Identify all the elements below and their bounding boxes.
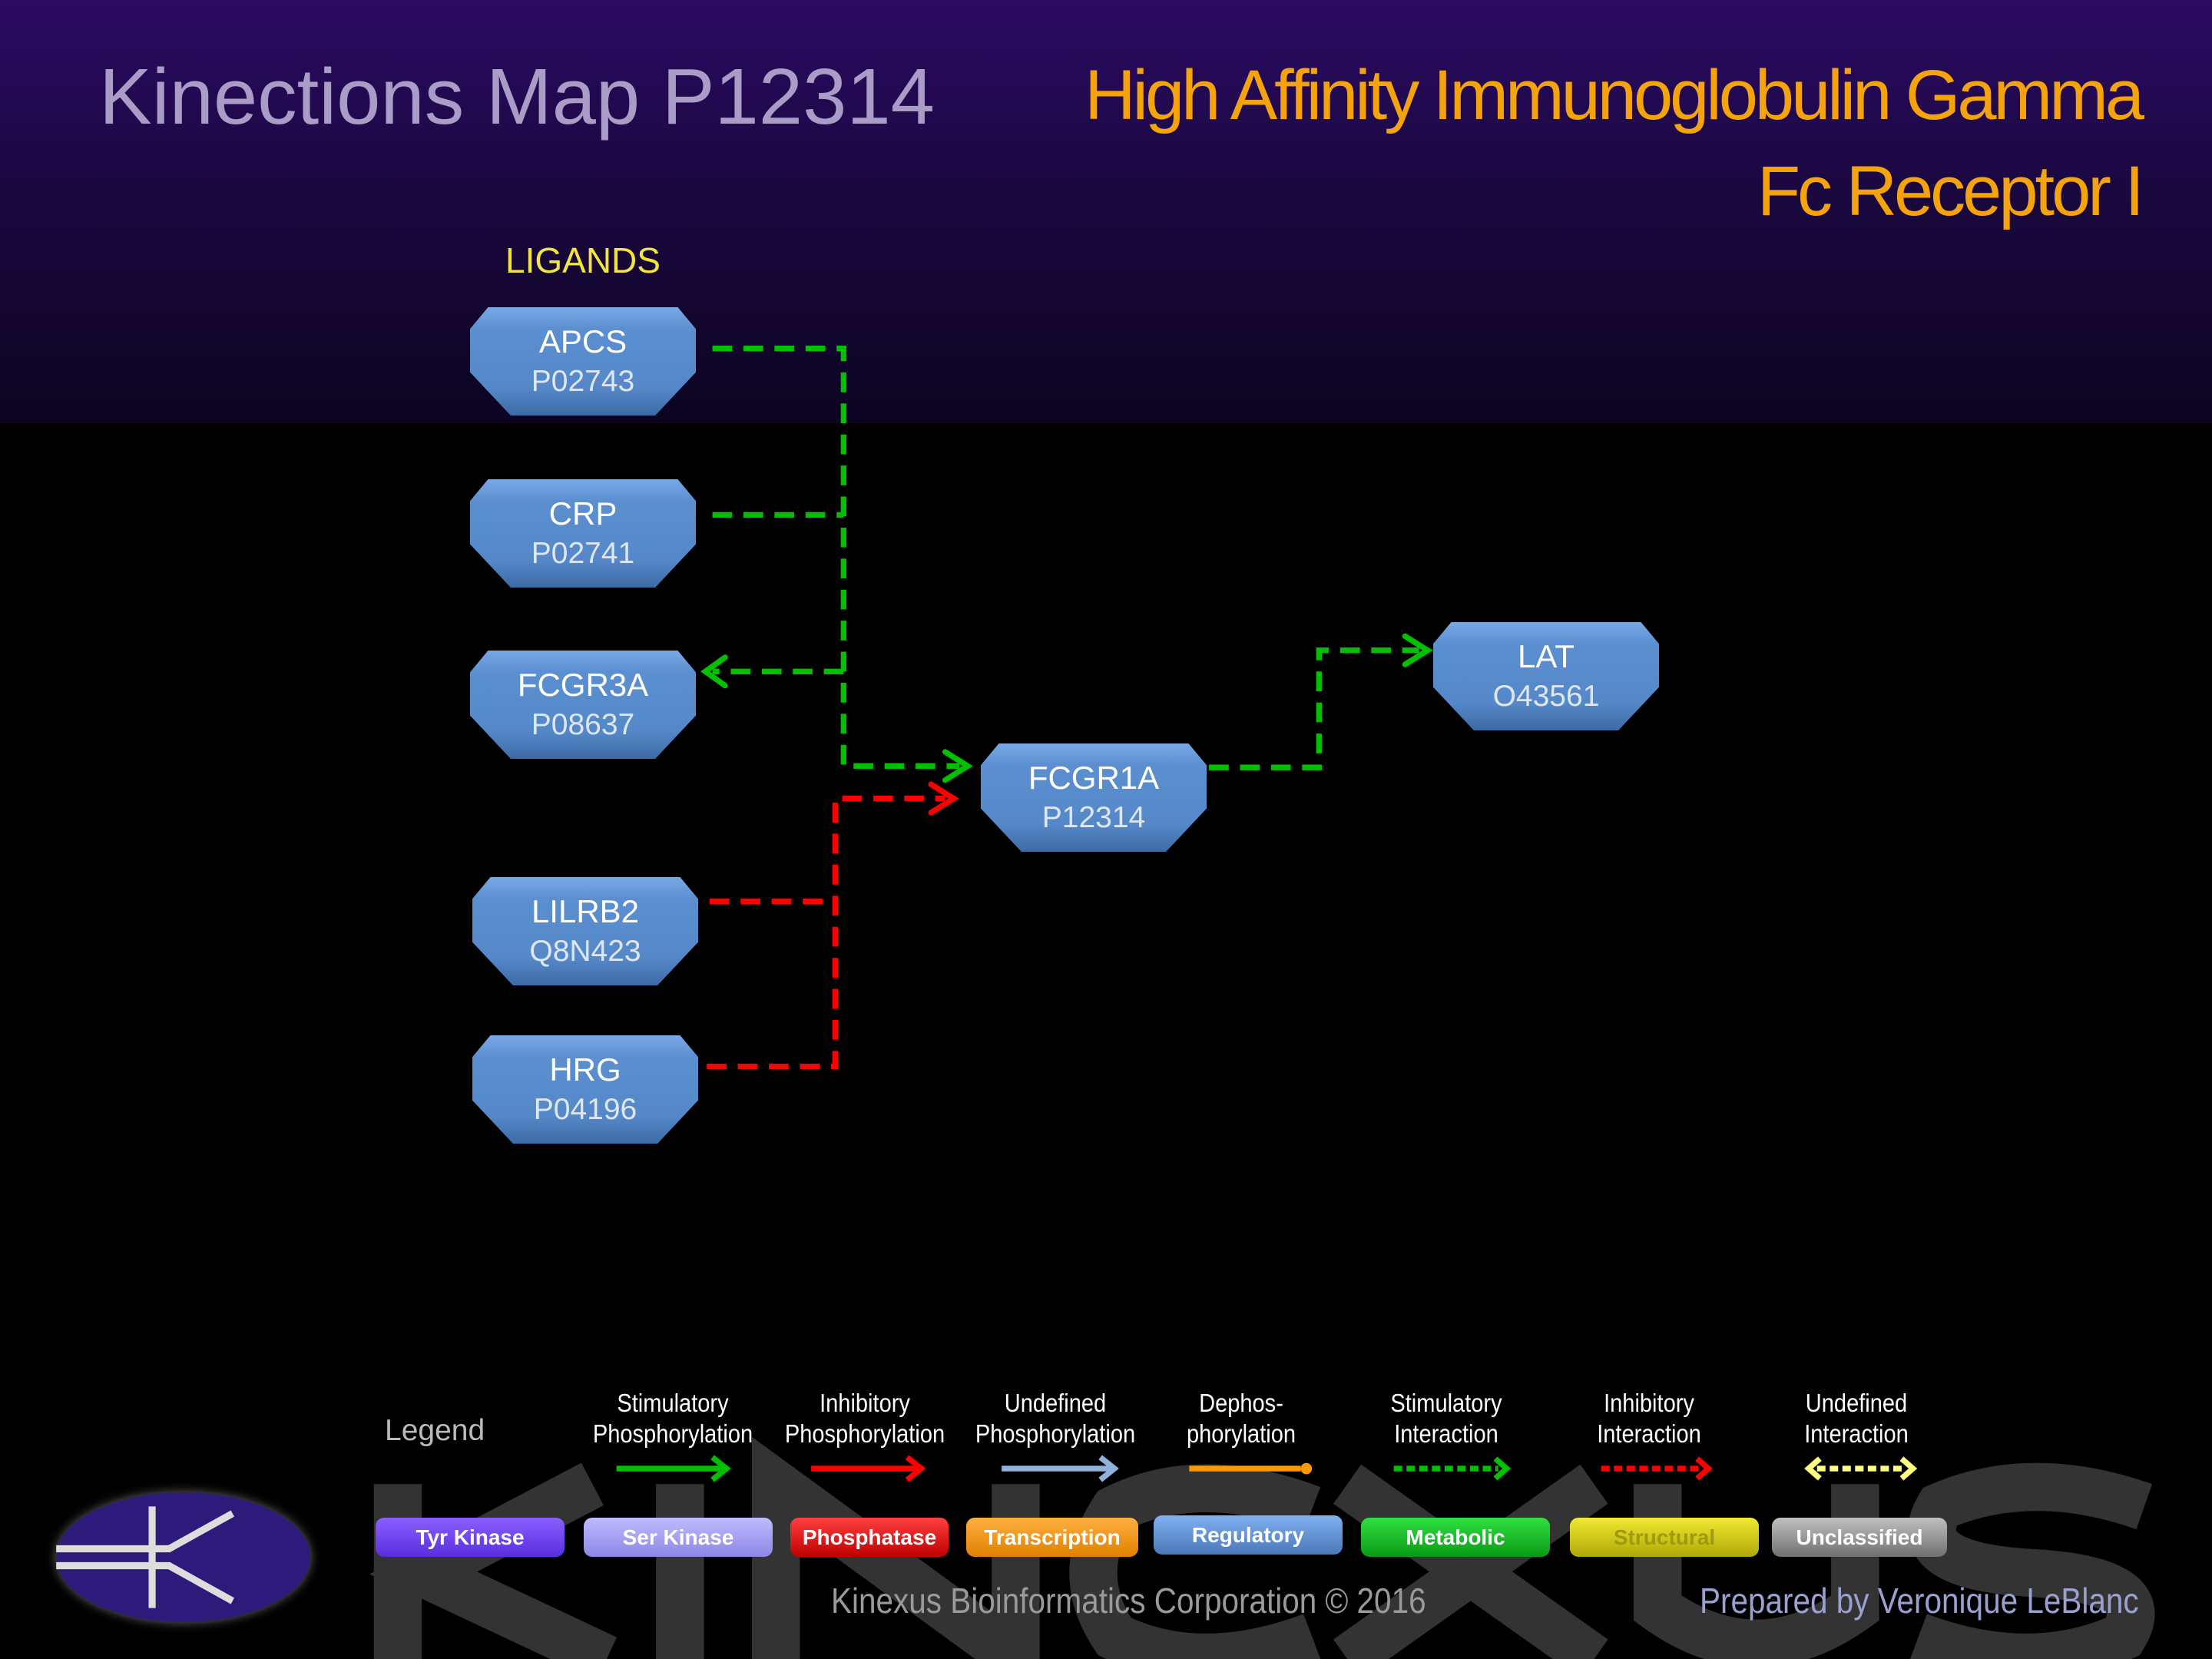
node-name: FCGR1A <box>1028 760 1160 796</box>
node-name: HRG <box>549 1051 621 1088</box>
header-band <box>0 0 2212 423</box>
arrowhead-icon <box>700 654 728 689</box>
kinexus-k-icon <box>56 1506 235 1608</box>
node-accession: P08637 <box>531 708 635 741</box>
arrowhead-icon <box>942 749 973 783</box>
legend-unclassified: Unclassified <box>1772 1518 1947 1557</box>
node-name: FCGR3A <box>517 667 649 703</box>
legend-regulatory: Regulatory <box>1154 1515 1343 1555</box>
copyright: Kinexus Bioinformatics Corporation © 201… <box>831 1581 1426 1621</box>
legend-phosphatase: Phosphatase <box>790 1518 949 1557</box>
node-apcs[interactable]: APCS P02743 <box>470 307 696 416</box>
edge-fcgr1a-lat <box>1209 647 1419 770</box>
legend-arrows <box>616 1455 1918 1482</box>
legend-arrow-inhib-phos <box>811 1455 926 1482</box>
node-name: APCS <box>538 323 628 359</box>
legend-label: Legend <box>385 1414 485 1447</box>
node-fcgr3a[interactable]: FCGR3A P08637 <box>470 651 696 759</box>
node-name: LAT <box>1518 638 1575 674</box>
arrowhead-icon <box>1402 633 1433 667</box>
node-crp[interactable]: CRP P02741 <box>470 479 696 588</box>
edge-hrg-fcgr1a <box>707 795 945 1070</box>
node-accession: P12314 <box>1041 801 1146 834</box>
node-hrg[interactable]: HRG P04196 <box>472 1035 698 1144</box>
legend-tyr-kinase: Tyr Kinase <box>376 1518 565 1557</box>
node-name: LILRB2 <box>531 893 640 929</box>
prepared-by: Prepared by Veronique LeBlanc <box>1700 1581 2139 1621</box>
protein-name: High Affinity Immunoglobulin Gamma Fc Re… <box>1084 56 2144 230</box>
kinexus-logo <box>56 1492 310 1622</box>
legend-metabolic: Metabolic <box>1361 1518 1550 1557</box>
node-accession: O43561 <box>1492 680 1600 713</box>
node-accession: Q8N423 <box>529 935 641 968</box>
legend-arrow-undef-phos <box>1002 1455 1119 1482</box>
legend-dephos: Dephos-phorylation <box>1186 1389 1296 1448</box>
ligands-label: LIGANDS <box>505 240 661 280</box>
arrowhead-icon <box>928 781 959 816</box>
legend-structural: Structural <box>1570 1518 1759 1557</box>
legend-transcription: Transcription <box>966 1518 1138 1557</box>
node-name: CRP <box>548 495 618 531</box>
node-accession: P04196 <box>533 1093 637 1126</box>
legend-arrow-stim-phos <box>616 1455 731 1482</box>
edge-apcs-fcgr1a <box>712 346 959 770</box>
legend-ser-kinase: Ser Kinase <box>584 1518 773 1557</box>
node-lat[interactable]: LAT O43561 <box>1433 622 1659 730</box>
node-accession: P02743 <box>531 365 635 398</box>
node-fcgr1a[interactable]: FCGR1A P12314 <box>981 743 1207 852</box>
node-accession: P02741 <box>531 537 635 570</box>
page-title: Kinections Map P12314 <box>99 52 935 141</box>
